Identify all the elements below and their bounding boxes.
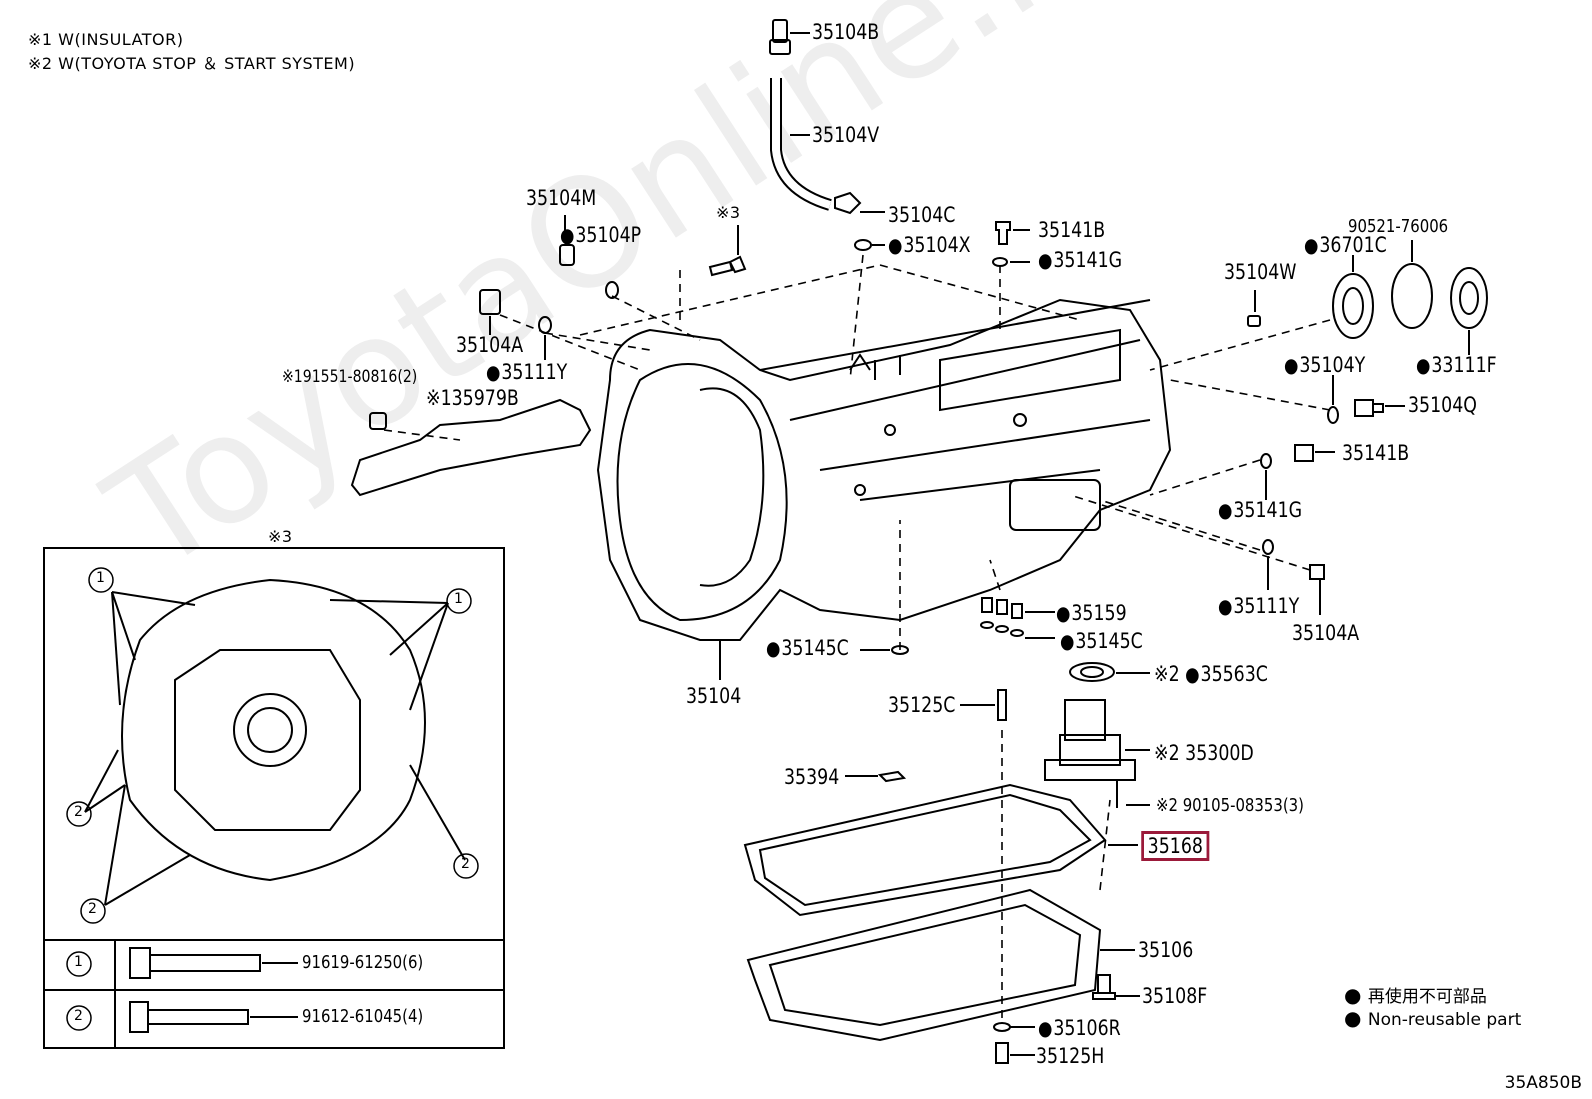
- label-35168[interactable]: 35168: [1141, 831, 1210, 861]
- left-fittings: [369, 215, 747, 430]
- label-36701C[interactable]: 36701C: [1304, 233, 1387, 257]
- label-35104B-top[interactable]: 35104B: [812, 20, 880, 44]
- label-35111Y-right-text: 35111Y: [1233, 594, 1300, 618]
- legend-en: Non-reusable part: [1344, 1006, 1521, 1030]
- inset-callout-2c: 2: [88, 901, 98, 917]
- label-35104V[interactable]: 35104V: [812, 123, 880, 147]
- label-90521-76006[interactable]: 90521-76006: [1348, 216, 1449, 237]
- label-35300D[interactable]: ※2 35300D: [1154, 741, 1254, 765]
- label-90105-08353[interactable]: ※2 90105-08353(3): [1156, 795, 1304, 816]
- label-35394[interactable]: 35394: [784, 765, 840, 789]
- label-91551-80816[interactable]: ※191551-80816(2): [282, 367, 418, 387]
- plug-set: [719, 597, 1055, 680]
- table-mark-2: 2: [74, 1008, 84, 1024]
- note-stop-start: ※2 W(TOYOTA STOP ＆ START SYSTEM): [28, 54, 356, 73]
- label-35104A-right[interactable]: 35104A: [1292, 621, 1360, 645]
- legend-dot-en: [1344, 1010, 1362, 1030]
- label-35104C[interactable]: 35104C: [888, 203, 956, 227]
- table-mark-1: 1: [74, 954, 84, 970]
- label-35979B[interactable]: ※135979B: [426, 386, 519, 410]
- label-35159-text: 35159: [1071, 601, 1127, 625]
- inset-title: ※3: [268, 527, 293, 546]
- inset-callout-2b: 2: [461, 856, 471, 872]
- label-35104Y-text: 35104Y: [1299, 353, 1366, 377]
- inset-callout-1a: 1: [96, 570, 106, 586]
- label-35111Y-right[interactable]: 35111Y: [1218, 594, 1299, 618]
- label-35141G-top[interactable]: 35141G: [1038, 248, 1122, 272]
- label-35141G-top-text: 35141G: [1053, 248, 1123, 272]
- inset-callouts: [66, 567, 479, 1031]
- label-35145C-right[interactable]: 35145C: [1060, 629, 1143, 653]
- label-35106R-text: 35106R: [1053, 1016, 1121, 1040]
- label-35141G-right-text: 35141G: [1233, 498, 1303, 522]
- label-35141G-right[interactable]: 35141G: [1218, 498, 1302, 522]
- inset-box: [43, 547, 505, 1049]
- legend-en-text: Non-reusable part: [1367, 1010, 1522, 1030]
- table-part-91612[interactable]: 91612-61045(4): [302, 1006, 424, 1027]
- label-35104P-text: 35104P: [575, 223, 642, 247]
- label-35104Q[interactable]: 35104Q: [1408, 393, 1477, 417]
- label-33111F-text: 33111F: [1431, 353, 1497, 377]
- label-35104Y[interactable]: 35104Y: [1284, 353, 1365, 377]
- note-insulator: ※1 W(INSULATOR): [28, 30, 184, 49]
- diagram-code: 35A850B: [1504, 1073, 1582, 1093]
- legend-jp: 再使用不可部品: [1344, 982, 1487, 1007]
- label-35145C-left[interactable]: 35145C: [766, 636, 849, 660]
- label-33111F[interactable]: 33111F: [1416, 353, 1497, 377]
- label-35104X[interactable]: 35104X: [888, 233, 971, 257]
- label-35111Y-left[interactable]: 35111Y: [486, 360, 567, 384]
- legend-dot-jp: [1344, 987, 1362, 1007]
- right-fittings: [992, 221, 1488, 615]
- table-part-91619[interactable]: 91619-61250(6): [302, 952, 424, 973]
- label-35104X-text: 35104X: [903, 233, 971, 257]
- label-35563C-mark: ※2: [1154, 662, 1180, 686]
- label-35145C-right-text: 35145C: [1075, 629, 1143, 653]
- transmission-case: [596, 298, 1172, 641]
- bolt-drawings: [129, 947, 298, 1033]
- label-35141B-right[interactable]: 35141B: [1342, 441, 1410, 465]
- label-35300D-text: 35300D: [1185, 741, 1254, 765]
- label-35104P[interactable]: 35104P: [560, 223, 641, 247]
- label-35563C-text: 35563C: [1185, 662, 1268, 686]
- insulator-shape: [350, 398, 592, 497]
- label-x3-top: ※3: [716, 203, 741, 222]
- label-35168-box[interactable]: 35168: [1141, 831, 1210, 861]
- label-36701C-text: 36701C: [1319, 233, 1387, 257]
- label-35159[interactable]: 35159: [1056, 601, 1127, 625]
- label-35141B-top[interactable]: 35141B: [1038, 218, 1106, 242]
- label-35104A-left[interactable]: 35104A: [456, 333, 524, 357]
- label-35104M[interactable]: 35104M: [526, 186, 597, 210]
- label-35108F[interactable]: 35108F: [1142, 984, 1208, 1008]
- guide-lines: [383, 254, 1331, 1020]
- label-35125C[interactable]: 35125C: [888, 693, 956, 717]
- label-35111Y-left-text: 35111Y: [501, 360, 568, 384]
- label-35145C-left-text: 35145C: [781, 636, 849, 660]
- valve-and-pan: [743, 662, 1150, 1064]
- inset-callout-1b: 1: [454, 591, 464, 607]
- label-35106[interactable]: 35106: [1138, 938, 1194, 962]
- label-35106R[interactable]: 35106R: [1038, 1016, 1121, 1040]
- label-35300D-mark: ※2: [1154, 741, 1180, 765]
- label-35563C[interactable]: ※2 35563C: [1154, 662, 1268, 686]
- legend-jp-text: 再使用不可部品: [1367, 987, 1487, 1007]
- label-35104[interactable]: 35104: [686, 684, 742, 708]
- inset-callout-2a: 2: [74, 804, 84, 820]
- label-35104W[interactable]: 35104W: [1224, 260, 1297, 284]
- breather-hose-group: [769, 19, 885, 251]
- label-35125H[interactable]: 35125H: [1036, 1044, 1105, 1068]
